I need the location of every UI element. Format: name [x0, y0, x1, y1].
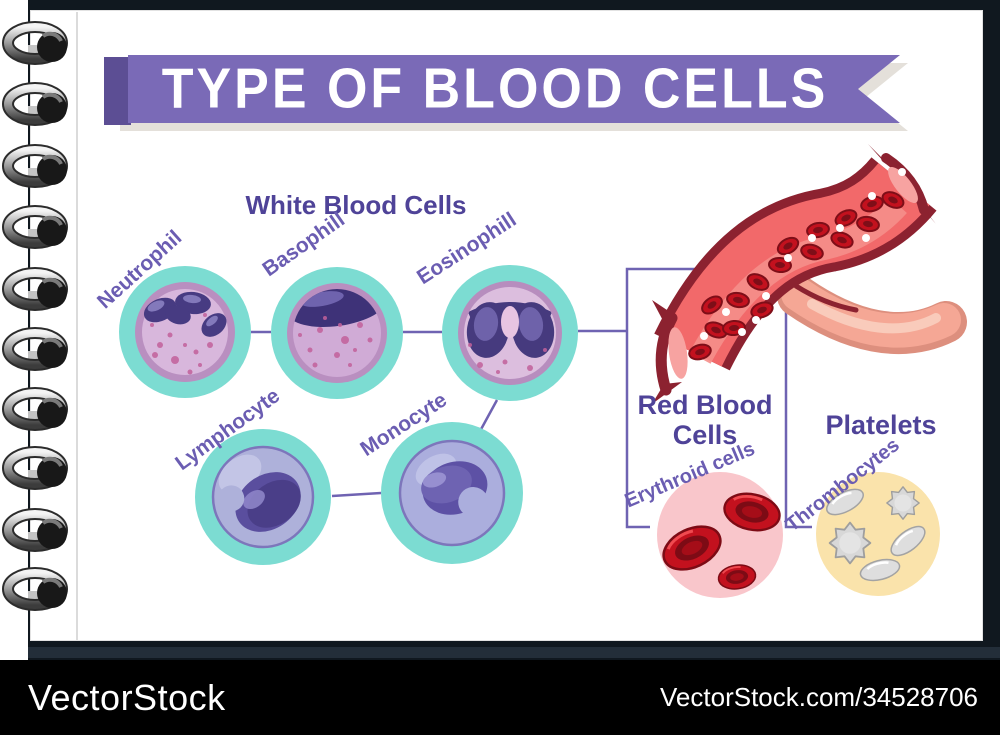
connector-lines: [251, 267, 812, 529]
platelets-heading: Platelets: [825, 410, 937, 440]
blood-vessel-illustration: [652, 144, 967, 404]
eosinophill-cell: [442, 265, 578, 401]
red-blood-cells-circle: [655, 472, 785, 598]
blood-cells-diagram-art: [0, 12, 967, 640]
title-ribbon: [104, 55, 908, 131]
red-blood-cells-heading-line1: Red Blood: [637, 390, 773, 420]
notebook-cover-edge: [28, 647, 1000, 658]
white-blood-cells-heading: White Blood Cells: [245, 190, 467, 220]
vectorstock-url: VectorStock.com/34528706: [660, 682, 978, 712]
platelets-circle: [816, 472, 940, 596]
monocyte-cell: [381, 422, 523, 564]
neutrophil-cell: [119, 266, 251, 398]
spiral-rings-icon: [8, 27, 67, 608]
watermark-bar: VectorStock VectorStock.com/34528706: [0, 660, 1000, 735]
red-blood-cells-heading: Red Blood Cells: [625, 390, 785, 450]
lymphocyte-cell: [195, 429, 331, 565]
vectorstock-logo: VectorStock: [28, 676, 226, 718]
basophill-cell: [271, 267, 403, 399]
red-blood-cells-heading-line2: Cells: [672, 420, 738, 450]
platelet-dots-in-vessel: [700, 168, 906, 376]
banner-title: TYPE OF BLOOD CELLS: [161, 57, 829, 121]
